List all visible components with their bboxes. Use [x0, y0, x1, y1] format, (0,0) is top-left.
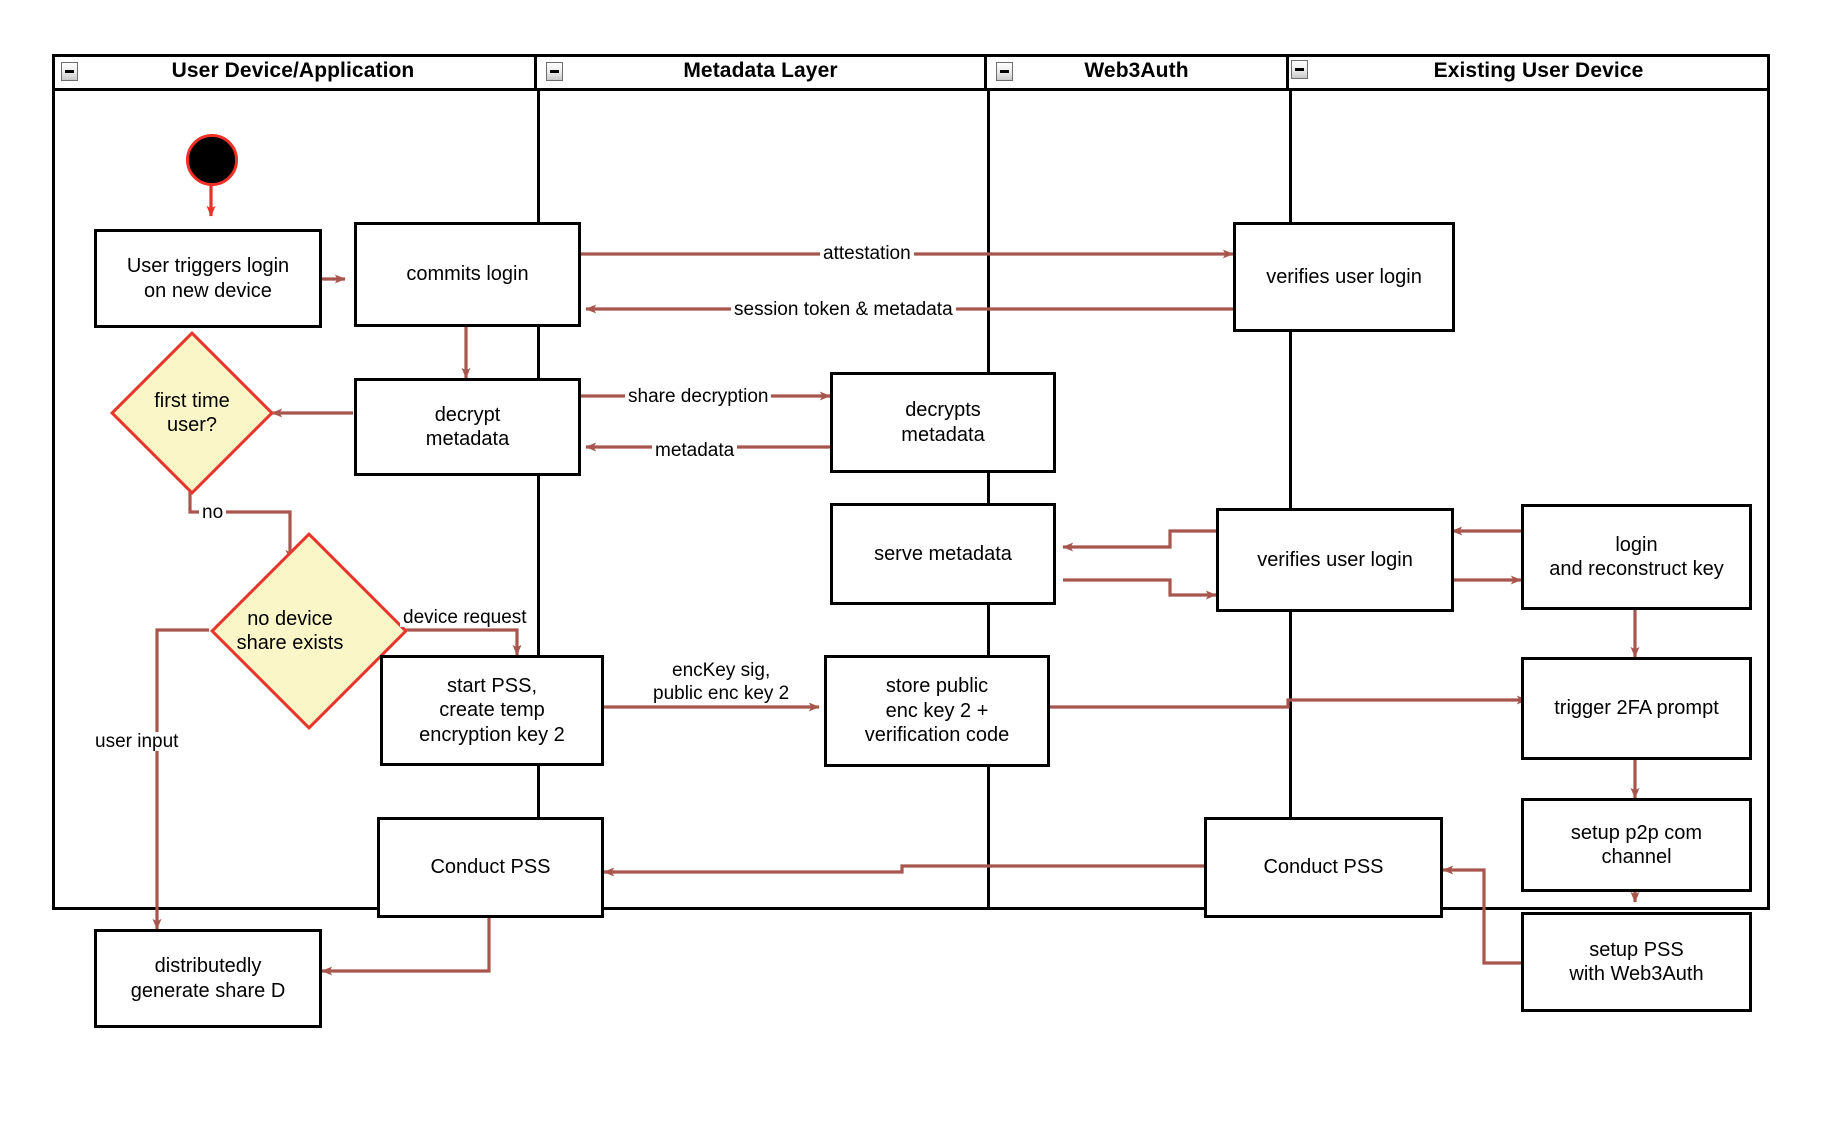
edge-label-user-input: user input: [92, 732, 182, 751]
node-trigger-2fa-prompt[interactable]: trigger 2FA prompt: [1521, 657, 1752, 760]
edge-label-no: no: [199, 503, 227, 522]
node-setup-p2p-channel[interactable]: setup p2p com channel: [1521, 798, 1752, 892]
decision-label: first time user?: [154, 390, 230, 436]
node-start-pss[interactable]: start PSS, create temp encryption key 2: [380, 655, 604, 766]
decision-first-time-user[interactable]: first time user?: [109, 330, 275, 496]
node-setup-pss-with-web3auth[interactable]: setup PSS with Web3Auth: [1521, 912, 1752, 1012]
node-commits-login[interactable]: commits login: [354, 222, 581, 327]
lane-header-metadata-layer[interactable]: Metadata Layer: [537, 54, 987, 91]
node-label: decrypts metadata: [901, 399, 985, 446]
node-verifies-user-login-2[interactable]: verifies user login: [1216, 508, 1454, 612]
lane-header-user-device[interactable]: User Device/Application: [52, 54, 537, 91]
collapse-icon[interactable]: [1291, 60, 1308, 79]
node-conduct-pss-web3auth[interactable]: Conduct PSS: [1204, 817, 1443, 918]
diagram-frame: [52, 54, 1770, 910]
node-store-public-enc-key[interactable]: store public enc key 2 + verification co…: [824, 655, 1050, 767]
node-generate-share-d[interactable]: distributedly generate share D: [94, 929, 322, 1028]
node-login-and-reconstruct-key[interactable]: login and reconstruct key: [1521, 504, 1752, 610]
edge-label-device-request: device request: [400, 608, 530, 627]
edge-label-enckey-sig: encKey sig, public enc key 2: [650, 659, 793, 706]
node-label: User triggers login on new device: [126, 255, 290, 302]
node-decrypt-metadata[interactable]: decrypt metadata: [354, 378, 581, 476]
node-verifies-user-login-1[interactable]: verifies user login: [1233, 222, 1455, 332]
collapse-icon[interactable]: [546, 62, 563, 81]
lane-title-user-device: User Device/Application: [171, 59, 415, 82]
lane-header-web3auth[interactable]: Web3Auth: [987, 54, 1289, 91]
lane-title-web3auth: Web3Auth: [1084, 59, 1189, 82]
decision-no-device-share[interactable]: no device share exists: [205, 532, 408, 730]
collapse-icon[interactable]: [996, 62, 1013, 81]
node-label: commits login: [406, 263, 529, 286]
lane-divider: [987, 91, 990, 910]
decision-label: no device share exists: [236, 608, 344, 654]
lane-divider: [1289, 91, 1292, 910]
node-label: verifies user login: [1266, 265, 1422, 288]
node-label: distributedly generate share D: [130, 955, 286, 1002]
node-label: start PSS, create temp encryption key 2: [419, 674, 565, 746]
start-node: [186, 134, 238, 186]
lane-divider: [537, 91, 540, 910]
node-label: setup PSS with Web3Auth: [1569, 938, 1704, 985]
node-label: login and reconstruct key: [1549, 533, 1724, 580]
node-label: decrypt metadata: [425, 403, 510, 450]
node-label: verifies user login: [1257, 548, 1413, 571]
node-label: Conduct PSS: [1263, 856, 1384, 879]
node-label: trigger 2FA prompt: [1554, 697, 1719, 720]
lane-title-existing-user-device: Existing User Device: [1433, 59, 1644, 82]
node-label: store public enc key 2 + verification co…: [864, 675, 1010, 747]
edge-label-session-token: session token & metadata: [731, 300, 956, 319]
node-label: setup p2p com channel: [1570, 821, 1703, 868]
node-user-triggers-login[interactable]: User triggers login on new device: [94, 229, 322, 328]
node-label: Conduct PSS: [430, 856, 551, 879]
edge-label-attestation: attestation: [820, 244, 914, 263]
edge-label-share-decryption: share decryption: [625, 387, 772, 406]
collapse-icon[interactable]: [61, 62, 78, 81]
node-serve-metadata[interactable]: serve metadata: [830, 503, 1056, 605]
lane-title-metadata-layer: Metadata Layer: [683, 59, 838, 82]
node-decrypts-metadata[interactable]: decrypts metadata: [830, 372, 1056, 473]
lane-header-existing-user-device[interactable]: Existing User Device: [1289, 54, 1770, 91]
edge-label-metadata: metadata: [652, 441, 738, 460]
node-conduct-pss-user[interactable]: Conduct PSS: [377, 817, 604, 918]
node-label: serve metadata: [874, 542, 1012, 565]
